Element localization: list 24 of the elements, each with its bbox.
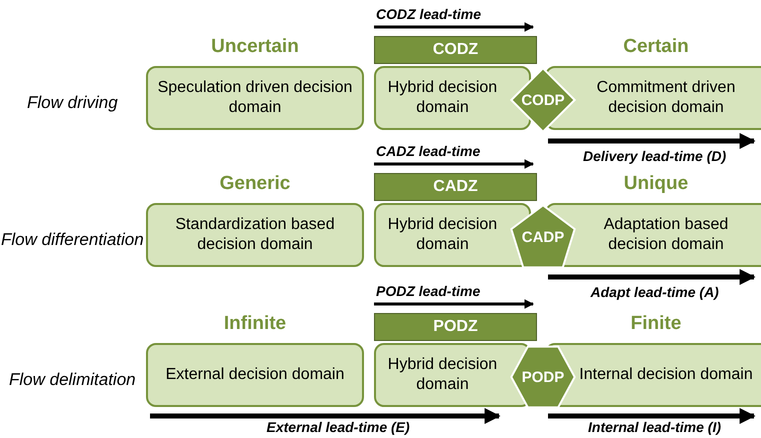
heading-text: Unique — [622, 173, 690, 195]
decoupling-point-pentagon: CADP — [510, 204, 576, 270]
heading-text: Generic — [218, 173, 292, 195]
zone-bar: CADZ — [374, 173, 537, 201]
decision-domain-box: External decision domain — [146, 343, 364, 407]
lead-time-label: Adapt lead-time (A) — [590, 284, 719, 300]
lead-time-label: Internal lead-time (I) — [588, 419, 722, 435]
lead-time-label: External lead-time (E) — [266, 419, 410, 435]
row-label: Flow delimitation — [9, 369, 136, 391]
heading-text: Infinite — [222, 313, 288, 335]
heading-text: Certain — [622, 36, 690, 58]
decision-domain-box: Speculation driven decision domain — [146, 66, 364, 130]
heading-text: Finite — [630, 313, 682, 335]
heading-text: Uncertain — [210, 36, 300, 58]
zone-bar: PODZ — [374, 313, 537, 341]
lead-time-label: CODZ lead-time — [376, 6, 482, 22]
zone-bar: CODZ — [374, 36, 537, 64]
lead-time-label: CADZ lead-time — [376, 143, 480, 159]
row-label: Flow driving — [27, 92, 118, 114]
lead-time-label: Delivery lead-time (D) — [583, 148, 726, 164]
decoupling-point-hexagon: PODP — [510, 344, 576, 410]
lead-time-label: PODZ lead-time — [376, 283, 480, 299]
row-label: Flow differentiation — [1, 229, 144, 251]
decision-domain-box: Standardization based decision domain — [146, 203, 364, 267]
